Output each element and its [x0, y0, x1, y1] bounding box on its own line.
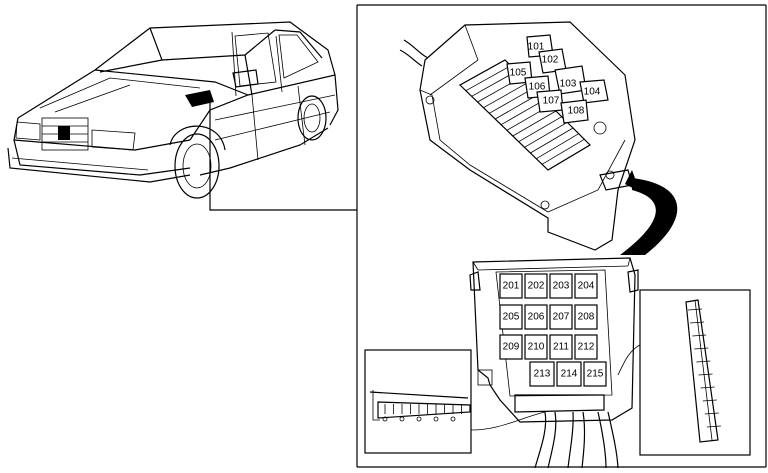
connector-pin [416, 416, 422, 422]
fuse-slot [489, 87, 534, 114]
connector-pin [690, 321, 705, 324]
relay-label: 107 [543, 96, 560, 107]
fuse-slot [512, 110, 557, 137]
relay-block [549, 304, 573, 330]
connector-pin [700, 386, 715, 389]
relay-label: 104 [584, 87, 601, 98]
fuse-slot [547, 144, 591, 171]
relay-label: 102 [542, 55, 559, 66]
relay-label: 215 [587, 369, 604, 380]
fuse-slot [530, 127, 574, 154]
relay-label: 106 [529, 82, 546, 93]
curved-arrow [620, 170, 678, 255]
relay-label: 208 [578, 312, 595, 323]
connector-pin [433, 416, 439, 422]
relay-block [499, 304, 523, 330]
relay-label: 212 [578, 342, 595, 353]
fuse-slot [541, 138, 585, 165]
relay-label: 205 [503, 312, 520, 323]
connector-pin [706, 425, 721, 428]
connector-pin [687, 308, 703, 311]
relay-block [524, 304, 548, 330]
relay-label: 211 [553, 342, 569, 353]
lower-relay-box: 201 202 203 204 205 206 207 208 209 210 211 212 213 2… [469, 257, 639, 469]
relay-block [560, 99, 589, 124]
relay-label: 108 [568, 106, 585, 117]
relay-label: 204 [578, 281, 595, 292]
detail-frame [356, 4, 767, 468]
fuse-slot [483, 82, 528, 109]
relay-label: 206 [528, 312, 545, 323]
connector-pin [399, 416, 405, 422]
relay-block [524, 334, 548, 360]
relay-block [499, 273, 523, 299]
relay-label: 103 [560, 79, 577, 90]
connector-inset-left [364, 349, 472, 454]
fuse-slot [524, 121, 568, 148]
leader-line-left [470, 411, 546, 431]
relay-label: 105 [510, 68, 527, 79]
relay-block [574, 273, 598, 299]
leader-line-right [617, 344, 641, 376]
relay-label: 210 [528, 342, 545, 353]
relay-block [579, 79, 609, 104]
connector-pin [698, 373, 713, 376]
relay-label: 214 [561, 369, 578, 380]
fuse-slot [459, 59, 506, 86]
connector-pin [696, 360, 711, 363]
connector-pin [450, 416, 456, 422]
relay-block [556, 361, 582, 387]
relay-block [499, 334, 523, 360]
fuse-slot [500, 99, 545, 126]
connector-pin [694, 347, 709, 350]
leader-line [209, 100, 357, 211]
connector-pin [704, 412, 719, 415]
relay-block [583, 361, 607, 387]
connector-pin [692, 334, 707, 337]
fuse-slot [536, 133, 579, 160]
relay-label: 213 [534, 369, 551, 380]
fuse-slot [465, 65, 511, 92]
relay-label: 101 [528, 42, 545, 53]
relay-block [549, 334, 573, 360]
relay-label: 209 [503, 342, 520, 353]
relay-block [524, 273, 548, 299]
relay-label: 202 [528, 281, 545, 292]
relay-label: 201 [503, 281, 520, 292]
relay-label: 203 [553, 281, 570, 292]
relay-block [549, 273, 573, 299]
relay-label: 207 [553, 312, 570, 323]
connector-inset-right [639, 289, 751, 456]
fuse-slot [518, 116, 562, 143]
connector-pin [702, 399, 717, 402]
relay-block [529, 361, 555, 387]
relay-block [574, 334, 598, 360]
car-illustration [7, 21, 339, 199]
connector-pin [382, 416, 388, 422]
relay-block [574, 304, 598, 330]
